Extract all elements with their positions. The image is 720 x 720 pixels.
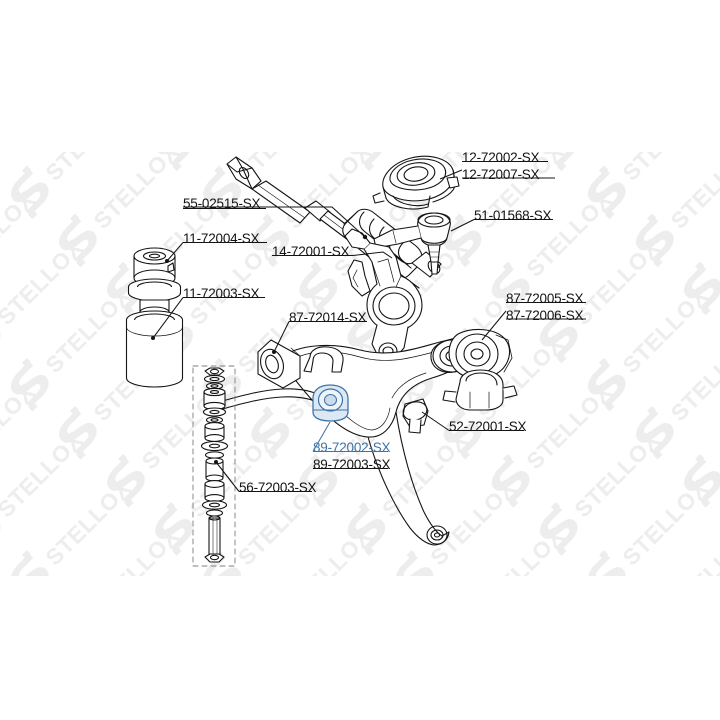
part-label-55-02515-sx[interactable]: 55-02515-SX <box>183 196 261 211</box>
part-label-87-72014-sx[interactable]: 87-72014-SX <box>289 310 367 325</box>
part-label-56-72003-sx[interactable]: 56-72003-SX <box>239 480 317 495</box>
part-label-12-72007-sx[interactable]: 12-72007-SX <box>462 167 540 182</box>
part-label-11-72003-sx[interactable]: 11-72003-SX <box>183 286 260 301</box>
part-label-87-72005-sx[interactable]: 87-72005-SX <box>506 291 584 306</box>
part-label-52-72001-sx[interactable]: 52-72001-SX <box>449 419 527 434</box>
part-label-87-72006-sx[interactable]: 87-72006-SX <box>506 308 584 323</box>
part-label-11-72004-sx[interactable]: 11-72004-SX <box>183 231 260 246</box>
part-label-14-72001-sx[interactable]: 14-72001-SX <box>272 244 350 259</box>
part-label-51-01568-sx[interactable]: 51-01568-SX <box>474 208 552 223</box>
part-label-89-72002-sx-highlighted[interactable]: 89-72002-SX <box>313 440 391 455</box>
part-label-12-72002-sx[interactable]: 12-72002-SX <box>462 150 540 165</box>
part-label-89-72003-sx[interactable]: 89-72003-SX <box>313 457 391 472</box>
